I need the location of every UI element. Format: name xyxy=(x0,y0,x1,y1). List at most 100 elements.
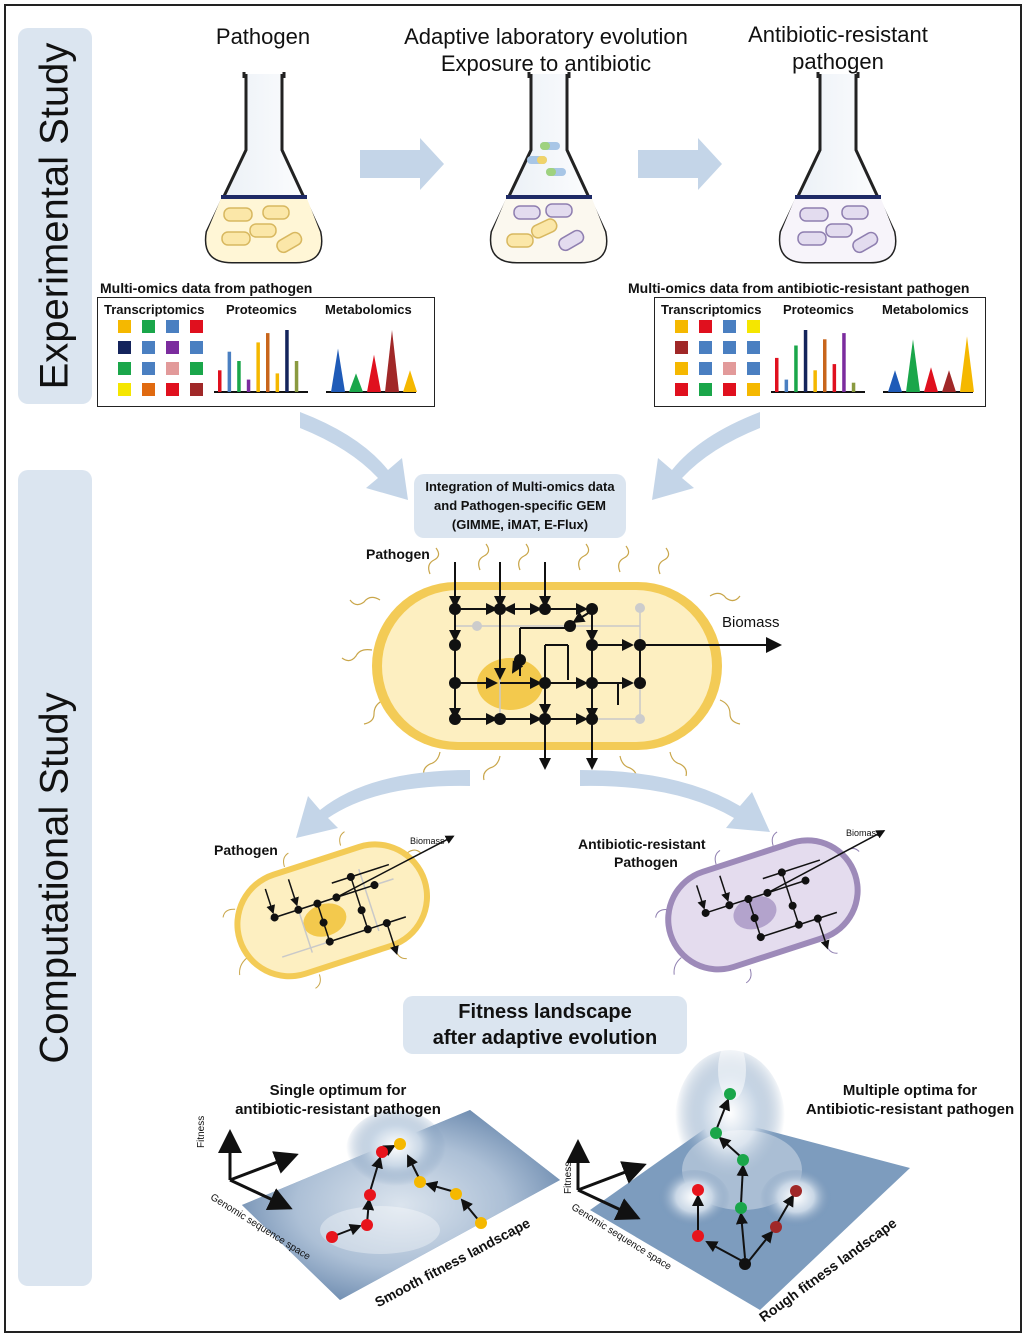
network-pathogen-label: Pathogen xyxy=(366,546,430,562)
omics-right-grid-cell xyxy=(747,320,760,333)
omics-left-grid-cell xyxy=(166,362,179,375)
integration-line1: Integration of Multi-omics data xyxy=(425,479,615,494)
omics-left-grid-cell xyxy=(142,320,155,333)
omics-left-grid-cell xyxy=(142,341,155,354)
omics-right-peak xyxy=(888,370,902,392)
flask-pathogen xyxy=(204,72,323,264)
omics-right-grid-cell xyxy=(723,383,736,396)
omics-left-transcriptomics: Transcriptomics xyxy=(104,302,205,317)
arrow-flask-2-to-3 xyxy=(638,138,722,190)
arrow-flask-1-to-2 xyxy=(360,138,444,190)
rough-landscape xyxy=(566,1040,910,1310)
omics-left-grid-cell xyxy=(166,320,179,333)
omics-left-grid-cell xyxy=(118,320,131,333)
ale-title-line1: Adaptive laboratory evolution xyxy=(404,24,688,49)
omics-right-bar xyxy=(832,364,837,392)
omics-right-bar xyxy=(803,330,808,392)
omics-right-peak xyxy=(942,370,956,392)
omics-right-bar xyxy=(794,345,798,392)
omics-left-grid-cell xyxy=(118,362,131,375)
omics-left-grid-cell xyxy=(142,362,155,375)
omics-right-bar xyxy=(851,382,856,392)
omics-left-proteomics: Proteomics xyxy=(226,302,297,317)
omics-right-grid-cell xyxy=(675,362,688,375)
small-pathogen-cell xyxy=(222,831,455,989)
omics-right-bar xyxy=(813,370,817,392)
omics-left-peak xyxy=(349,373,363,392)
omics-left-grid-cell xyxy=(190,320,203,333)
omics-left-metabolomics: Metabolomics xyxy=(325,302,412,317)
curved-arrow-to-small-resistant xyxy=(580,770,770,832)
landscape-right-title-line2: Antibiotic-resistant pathogen xyxy=(805,1101,1015,1118)
omics-left-bar xyxy=(285,330,289,392)
omics-right-grid-cell xyxy=(675,320,688,333)
resistant-title-line2: pathogen xyxy=(792,49,884,74)
omics-right-grid-cell xyxy=(699,362,712,375)
omics-left-grid-cell xyxy=(166,383,179,396)
omics-right-grid-cell xyxy=(675,383,688,396)
omics-right-transcriptomics: Transcriptomics xyxy=(661,302,762,317)
pathogen-title: Pathogen xyxy=(215,24,311,49)
omics-right-grid-cell xyxy=(723,341,736,354)
integration-box: Integration of Multi-omics data and Path… xyxy=(414,474,626,538)
fitness-landscape-box: Fitness landscape after adaptive evoluti… xyxy=(403,996,687,1054)
omics-left-grid-cell xyxy=(190,362,203,375)
landscape-left-title-line1: Single optimum for xyxy=(269,1082,407,1099)
omics-left-grid-cell xyxy=(118,341,131,354)
experimental-study-panel: Experimental Study xyxy=(18,28,92,404)
omics-right-grid-cell xyxy=(675,341,688,354)
curved-arrow-to-small-pathogen xyxy=(296,770,470,838)
smooth-landscape xyxy=(218,1110,560,1300)
omics-left-bar xyxy=(246,379,251,392)
omics-left-peak xyxy=(403,370,417,392)
omics-right-bar xyxy=(784,379,789,392)
small-pathogen-biomass: Biomass xyxy=(410,836,445,846)
omics-right-peak xyxy=(924,367,938,392)
omics-left-peak xyxy=(367,354,381,392)
omics-left-bar xyxy=(256,342,260,392)
omics-left-grid-cell xyxy=(118,383,131,396)
omics-left-panel: Transcriptomics Proteomics Metabolomics xyxy=(97,297,435,407)
integration-line3: (GIMME, iMAT, E-Flux) xyxy=(451,517,589,532)
omics-right-bar xyxy=(775,357,779,392)
landscape-left-y-axis: Fitness xyxy=(196,1115,207,1148)
omics-left-grid-cell xyxy=(190,383,203,396)
landscape-left-title-line2: antibiotic-resistant pathogen xyxy=(235,1101,441,1118)
landscape-right-y-axis: Fitness xyxy=(563,1161,574,1194)
landscape-right-title-line1: Multiple optima for xyxy=(842,1082,978,1099)
figure-frame xyxy=(4,4,1022,1333)
omics-right-grid-cell xyxy=(699,320,712,333)
fitness-box-line1: Fitness landscape xyxy=(458,1001,632,1023)
omics-left-bar xyxy=(294,361,299,392)
resistant-title-line1: Antibiotic-resistant xyxy=(748,22,928,47)
omics-right-grid-cell xyxy=(747,362,760,375)
omics-right-proteomics: Proteomics xyxy=(783,302,854,317)
omics-left-bar xyxy=(218,370,222,392)
omics-left-bar xyxy=(266,333,270,392)
flask-resistant xyxy=(778,72,897,264)
omics-left-title: Multi-omics data from pathogen xyxy=(100,280,313,296)
omics-left-grid-cell xyxy=(166,341,179,354)
network-biomass-label: Biomass xyxy=(722,614,780,631)
curved-arrow-right-to-integration xyxy=(652,412,760,500)
computational-study-panel: Computational Study xyxy=(18,470,92,1286)
omics-right-grid-cell xyxy=(747,341,760,354)
ale-title-line2: Exposure to antibiotic xyxy=(440,51,652,76)
small-resistant-biomass: Biomass xyxy=(846,828,881,838)
omics-right-bar xyxy=(842,333,846,392)
omics-left-peak xyxy=(385,330,399,392)
small-pathogen-label: Pathogen xyxy=(214,842,278,858)
omics-right-grid-cell xyxy=(723,320,736,333)
omics-left-bar xyxy=(275,373,280,392)
big-cell-network xyxy=(341,543,782,781)
omics-left-grid-cell xyxy=(190,341,203,354)
omics-right-grid-cell xyxy=(747,383,760,396)
omics-right-metabolomics: Metabolomics xyxy=(882,302,969,317)
omics-left-bar xyxy=(227,351,232,392)
omics-right-peak xyxy=(960,336,974,392)
omics-right-title: Multi-omics data from antibiotic-resista… xyxy=(628,280,970,296)
omics-right-grid-cell xyxy=(723,362,736,375)
small-resistant-label-line2: Pathogen xyxy=(614,854,678,870)
omics-right-panel: Transcriptomics Proteomics Metabolomics xyxy=(654,297,986,407)
